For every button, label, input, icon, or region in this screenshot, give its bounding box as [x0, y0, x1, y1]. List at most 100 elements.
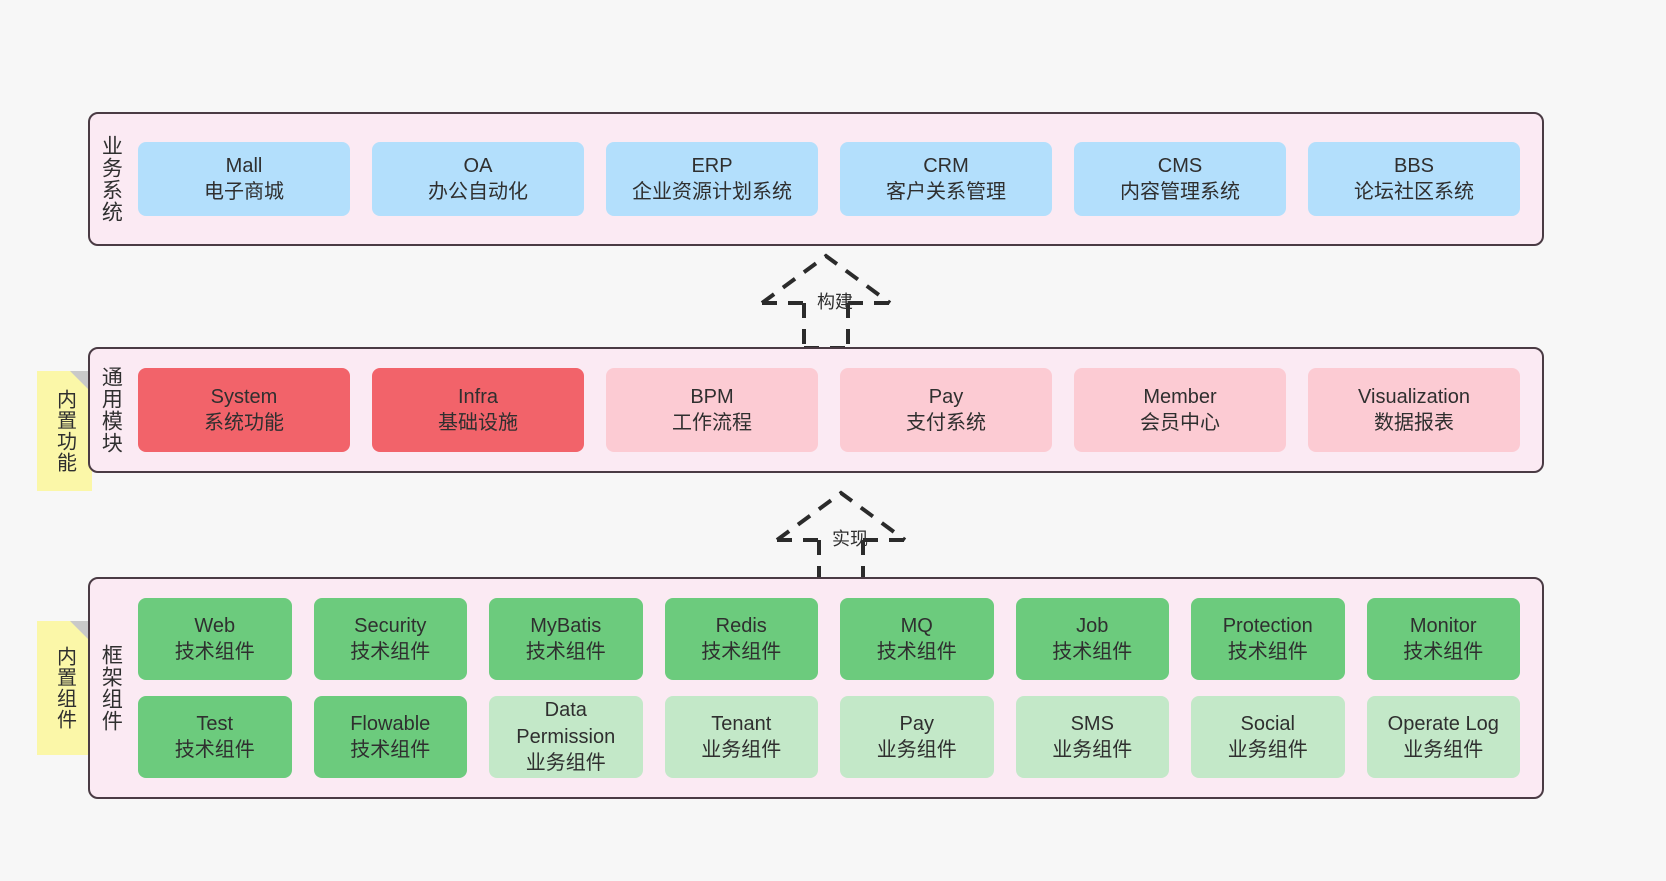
node-title: CMS — [1157, 154, 1203, 177]
node-row: Test 技术组件 Flowable 技术组件 Data Permission … — [138, 696, 1520, 778]
layer-body-business: Mall 电子商城 OA 办公自动化 ERP 企业资源计划系统 CRM 客户关系… — [130, 114, 1542, 244]
node-subtitle: 会员中心 — [1140, 412, 1220, 434]
node-subtitle: 技术组件 — [350, 739, 431, 761]
connector-label-build: 构建 — [817, 292, 853, 312]
node-system[interactable]: System 系统功能 — [138, 368, 350, 452]
node-title: BPM — [690, 385, 734, 408]
node-crm[interactable]: CRM 客户关系管理 — [840, 142, 1052, 216]
node-bpm[interactable]: BPM 工作流程 — [606, 368, 818, 452]
node-title: Member — [1143, 385, 1217, 408]
node-title: Security — [354, 614, 427, 637]
node-subtitle: 内容管理系统 — [1120, 181, 1240, 203]
node-pay-business[interactable]: Pay 业务组件 — [840, 696, 994, 778]
node-title: Test — [196, 712, 234, 735]
layer-common-module: 通用模块 System 系统功能 Infra 基础设施 BPM 工作流程 Pay… — [88, 347, 1544, 473]
node-subtitle: 业务组件 — [525, 752, 606, 775]
node-mall[interactable]: Mall 电子商城 — [138, 142, 350, 216]
connector-implement: 实现 — [763, 487, 963, 587]
node-subtitle: 技术组件 — [1227, 641, 1308, 663]
node-title: Job — [1076, 614, 1109, 637]
layer-title-framework: 框架组件 — [99, 644, 123, 732]
node-cms[interactable]: CMS 内容管理系统 — [1074, 142, 1286, 216]
node-title: Tenant — [711, 712, 772, 735]
layer-title-business: 业务系统 — [99, 135, 123, 223]
node-visualization[interactable]: Visualization 数据报表 — [1308, 368, 1520, 452]
node-sms[interactable]: SMS 业务组件 — [1015, 696, 1169, 778]
node-title: MQ — [900, 614, 933, 637]
node-title: Pay — [928, 385, 964, 408]
node-title: SMS — [1070, 712, 1114, 735]
node-title: Social — [1240, 712, 1295, 735]
node-row: Web 技术组件 Security 技术组件 MyBatis 技术组件 Redi… — [138, 598, 1520, 680]
node-title: Pay — [899, 712, 934, 735]
node-subtitle: 业务组件 — [701, 739, 782, 761]
note-fold-corner-icon — [70, 621, 92, 643]
node-tenant[interactable]: Tenant 业务组件 — [664, 696, 818, 778]
node-protection[interactable]: Protection 技术组件 — [1191, 598, 1345, 680]
node-subtitle: 业务组件 — [1403, 739, 1484, 761]
layer-title-common: 通用模块 — [99, 366, 123, 454]
note-fold-corner-icon — [70, 371, 92, 393]
connector-build: 构建 — [748, 250, 948, 350]
node-subtitle: 技术组件 — [174, 739, 255, 761]
node-title: ERP — [691, 154, 733, 177]
node-subtitle: 电子商城 — [204, 181, 284, 203]
node-title: Data Permission — [516, 699, 616, 748]
layer-framework-component: 框架组件 Web 技术组件 Security 技术组件 MyBatis 技术组件… — [88, 577, 1544, 799]
node-erp[interactable]: ERP 企业资源计划系统 — [606, 142, 818, 216]
node-title: Web — [194, 614, 236, 637]
node-subtitle: 技术组件 — [701, 641, 782, 663]
node-web[interactable]: Web 技术组件 — [138, 598, 292, 680]
node-row: Mall 电子商城 OA 办公自动化 ERP 企业资源计划系统 CRM 客户关系… — [138, 142, 1520, 216]
node-subtitle: 业务组件 — [876, 739, 957, 761]
node-subtitle: 企业资源计划系统 — [632, 181, 792, 203]
node-subtitle: 论坛社区系统 — [1354, 181, 1474, 203]
node-subtitle: 基础设施 — [438, 412, 518, 434]
node-operate-log[interactable]: Operate Log 业务组件 — [1366, 696, 1520, 778]
node-title: MyBatis — [530, 614, 602, 637]
node-subtitle: 系统功能 — [204, 412, 284, 434]
node-mq[interactable]: MQ 技术组件 — [840, 598, 994, 680]
node-subtitle: 业务组件 — [1052, 739, 1133, 761]
note-label: 内置功能 — [53, 389, 76, 473]
node-mybatis[interactable]: MyBatis 技术组件 — [489, 598, 643, 680]
node-monitor[interactable]: Monitor 技术组件 — [1366, 598, 1520, 680]
node-subtitle: 技术组件 — [876, 641, 957, 663]
node-pay[interactable]: Pay 支付系统 — [840, 368, 1052, 452]
node-oa[interactable]: OA 办公自动化 — [372, 142, 584, 216]
node-row: System 系统功能 Infra 基础设施 BPM 工作流程 Pay 支付系统… — [138, 368, 1520, 452]
note-builtin-component: 内置组件 — [37, 621, 92, 755]
node-subtitle: 技术组件 — [1052, 641, 1133, 663]
node-infra[interactable]: Infra 基础设施 — [372, 368, 584, 452]
node-title: System — [210, 385, 278, 408]
layer-business-system: 业务系统 Mall 电子商城 OA 办公自动化 ERP 企业资源计划系统 CRM… — [88, 112, 1544, 246]
node-subtitle: 支付系统 — [906, 412, 986, 434]
node-subtitle: 技术组件 — [174, 641, 255, 663]
node-subtitle: 技术组件 — [1403, 641, 1484, 663]
node-subtitle: 客户关系管理 — [886, 181, 1006, 203]
node-subtitle: 办公自动化 — [428, 181, 528, 203]
note-label: 内置组件 — [53, 646, 76, 730]
node-job[interactable]: Job 技术组件 — [1015, 598, 1169, 680]
node-member[interactable]: Member 会员中心 — [1074, 368, 1286, 452]
node-flowable[interactable]: Flowable 技术组件 — [313, 696, 467, 778]
node-title: Operate Log — [1387, 712, 1499, 735]
node-social[interactable]: Social 业务组件 — [1191, 696, 1345, 778]
node-security[interactable]: Security 技术组件 — [313, 598, 467, 680]
node-redis[interactable]: Redis 技术组件 — [664, 598, 818, 680]
connector-label-implement: 实现 — [832, 529, 868, 549]
node-title: Redis — [715, 614, 767, 637]
node-title: OA — [463, 154, 493, 177]
node-bbs[interactable]: BBS 论坛社区系统 — [1308, 142, 1520, 216]
node-subtitle: 技术组件 — [350, 641, 431, 663]
node-title: Monitor — [1409, 614, 1477, 637]
node-title: CRM — [923, 154, 969, 177]
node-title: BBS — [1393, 154, 1435, 177]
node-title: Infra — [457, 385, 499, 408]
note-builtin-function: 内置功能 — [37, 371, 92, 491]
node-title: Protection — [1222, 614, 1313, 637]
node-data-permission[interactable]: Data Permission 业务组件 — [489, 696, 643, 778]
node-subtitle: 数据报表 — [1374, 412, 1454, 434]
node-test[interactable]: Test 技术组件 — [138, 696, 292, 778]
